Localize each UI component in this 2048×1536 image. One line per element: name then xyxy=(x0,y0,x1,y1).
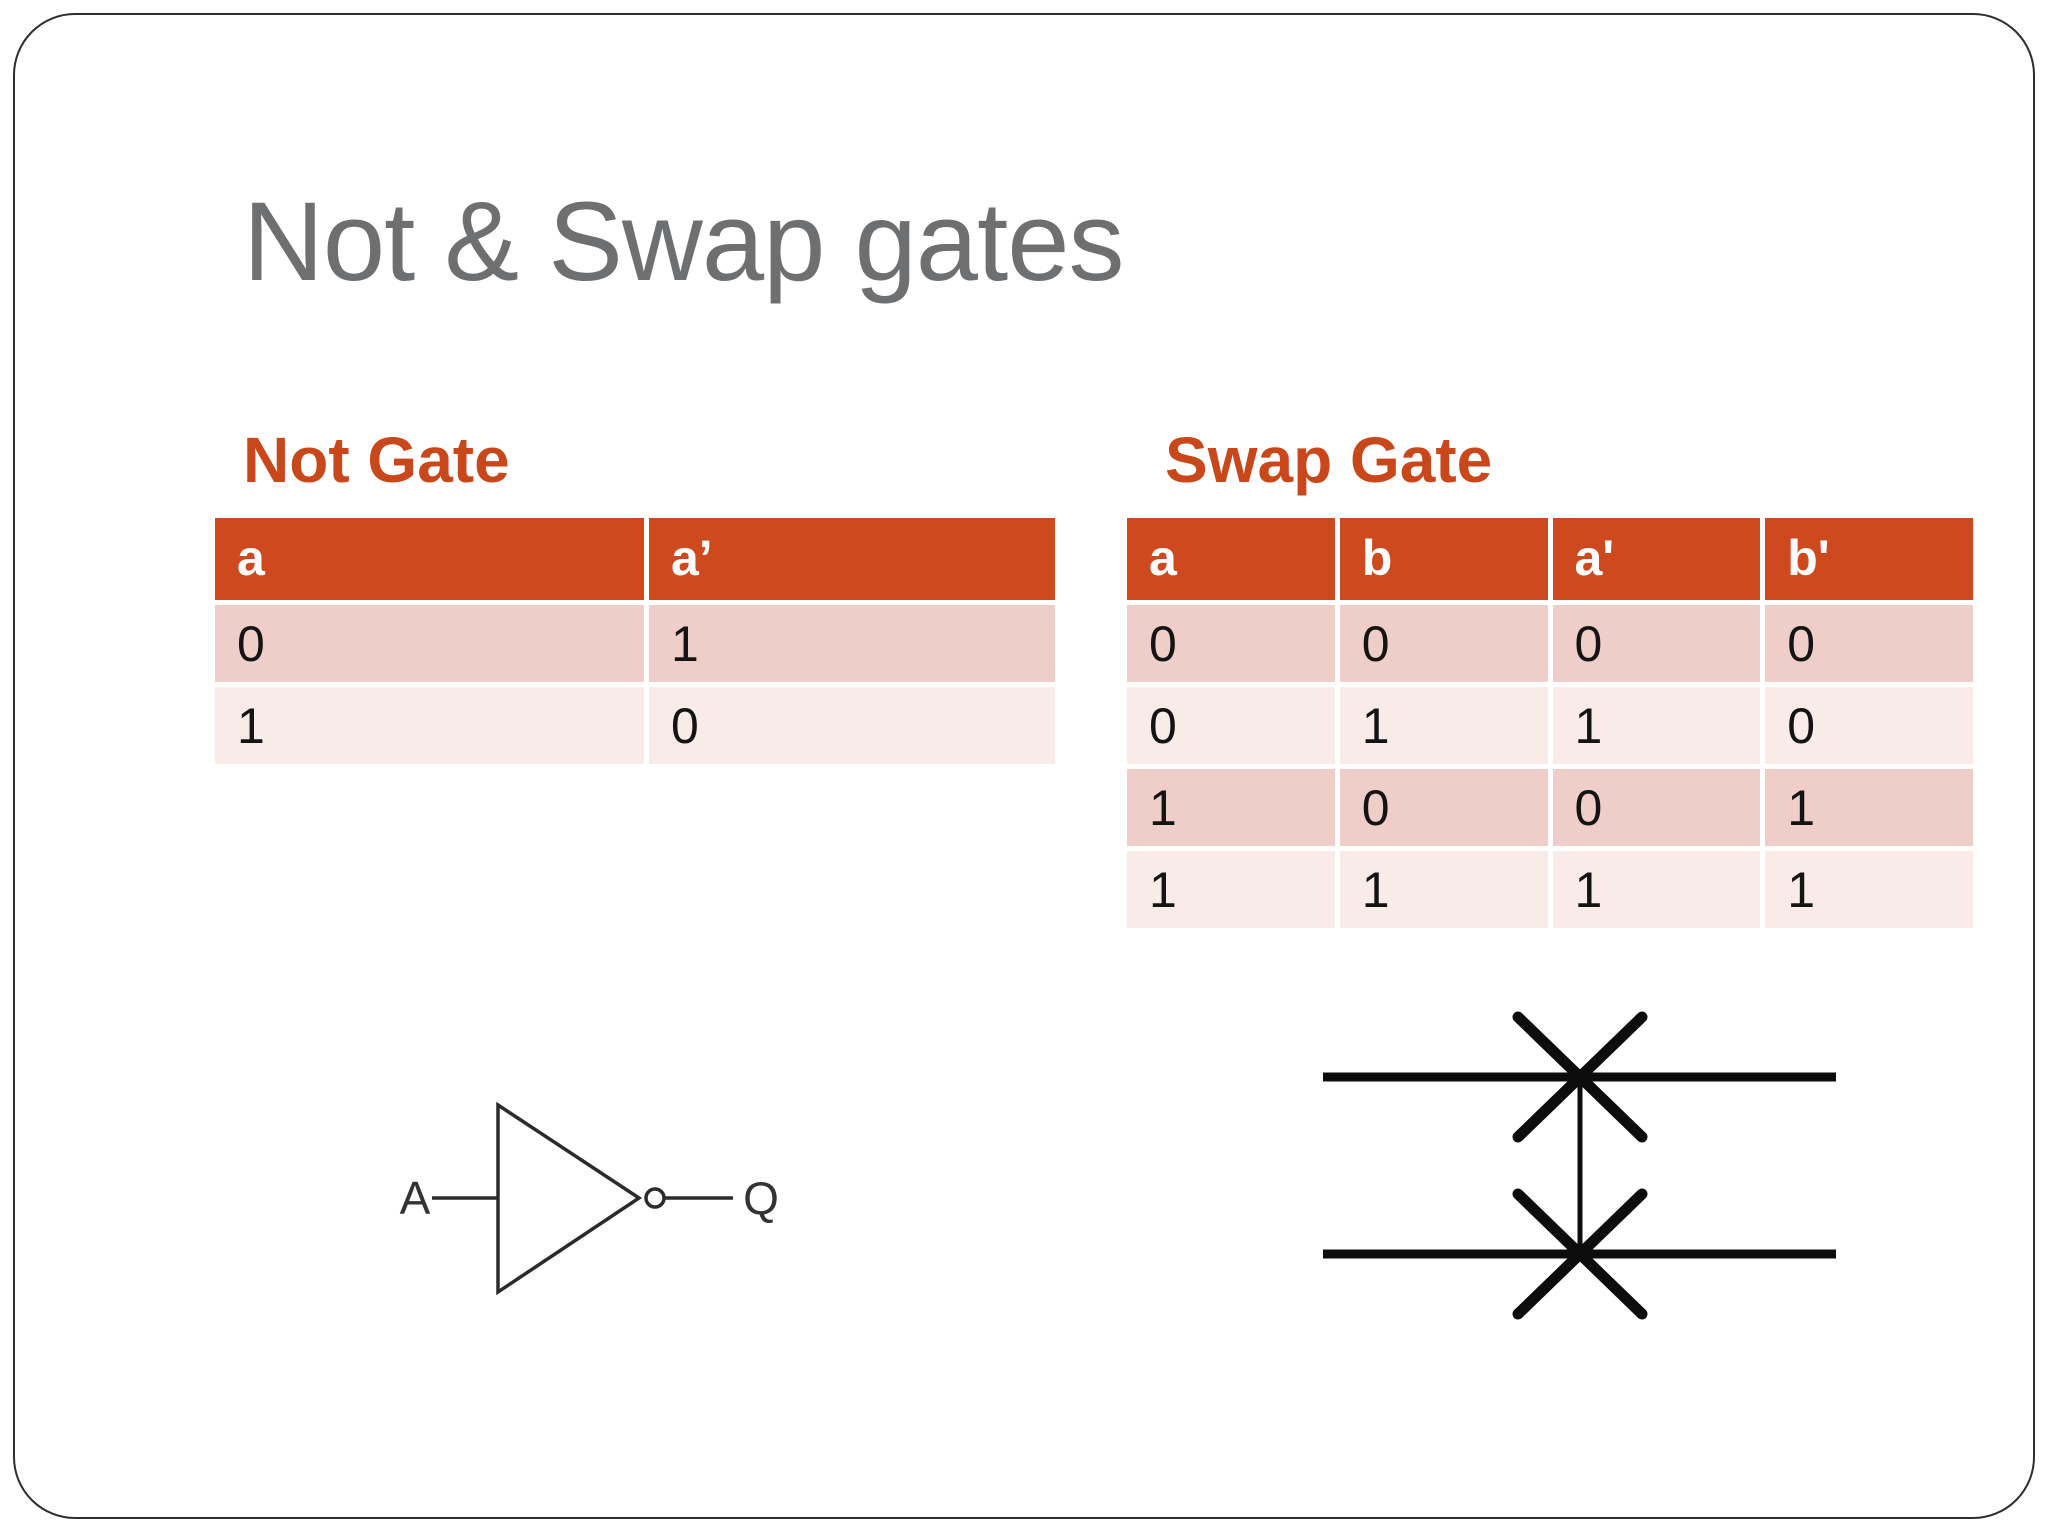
swap-cross-top-icon xyxy=(1512,1011,1648,1143)
not-gate-output-label: Q xyxy=(743,1172,779,1224)
swap-table-cell: 1 xyxy=(1765,851,1973,928)
swap-table-cell: 0 xyxy=(1765,605,1973,682)
swap-table-cell: 1 xyxy=(1339,851,1548,928)
not-gate-heading: Not Gate xyxy=(243,424,510,496)
swap-gate-heading: Swap Gate xyxy=(1165,424,1493,496)
not-table-cell: 0 xyxy=(649,687,1055,764)
swap-table-header-cell: a' xyxy=(1552,518,1761,600)
swap-cross-bottom-icon xyxy=(1512,1188,1648,1320)
swap-table-cell: 0 xyxy=(1127,687,1335,764)
not-table-header-cell: a’ xyxy=(649,518,1055,600)
swap-table-cell: 1 xyxy=(1552,851,1761,928)
swap-table-header-cell: b xyxy=(1339,518,1548,600)
swap-table-cell: 1 xyxy=(1127,851,1335,928)
inverter-triangle-icon xyxy=(496,1101,643,1296)
swap-gate-diagram xyxy=(1323,1011,1836,1320)
swap-table-cell: 0 xyxy=(1127,605,1335,682)
swap-gate-truth-table: a b a' b' 0 0 0 0 0 1 1 0 1 0 0 1 1 1 1 … xyxy=(1127,518,1973,928)
not-gate-diagram: A Q xyxy=(400,1101,779,1296)
swap-table-cell: 0 xyxy=(1552,769,1761,846)
not-table-cell: 1 xyxy=(649,605,1055,682)
not-table-header-cell: a xyxy=(215,518,644,600)
swap-table-cell: 1 xyxy=(1765,769,1973,846)
swap-table-cell: 1 xyxy=(1339,687,1548,764)
not-gate-input-label: A xyxy=(400,1172,431,1224)
slide-frame: Not & Swap gates Not Gate Swap Gate a a’… xyxy=(13,13,2035,1519)
swap-table-cell: 0 xyxy=(1339,769,1548,846)
not-table-cell: 0 xyxy=(215,605,644,682)
swap-table-header-cell: b' xyxy=(1765,518,1973,600)
swap-table-cell: 0 xyxy=(1552,605,1761,682)
swap-table-cell: 0 xyxy=(1339,605,1548,682)
slide-title: Not & Swap gates xyxy=(243,179,1124,304)
not-table-cell: 1 xyxy=(215,687,644,764)
inversion-bubble-icon xyxy=(644,1187,666,1209)
swap-table-header-cell: a xyxy=(1127,518,1335,600)
swap-table-cell: 1 xyxy=(1552,687,1761,764)
swap-table-cell: 1 xyxy=(1127,769,1335,846)
not-gate-truth-table: a a’ 0 1 1 0 xyxy=(215,518,1055,764)
swap-table-cell: 0 xyxy=(1765,687,1973,764)
